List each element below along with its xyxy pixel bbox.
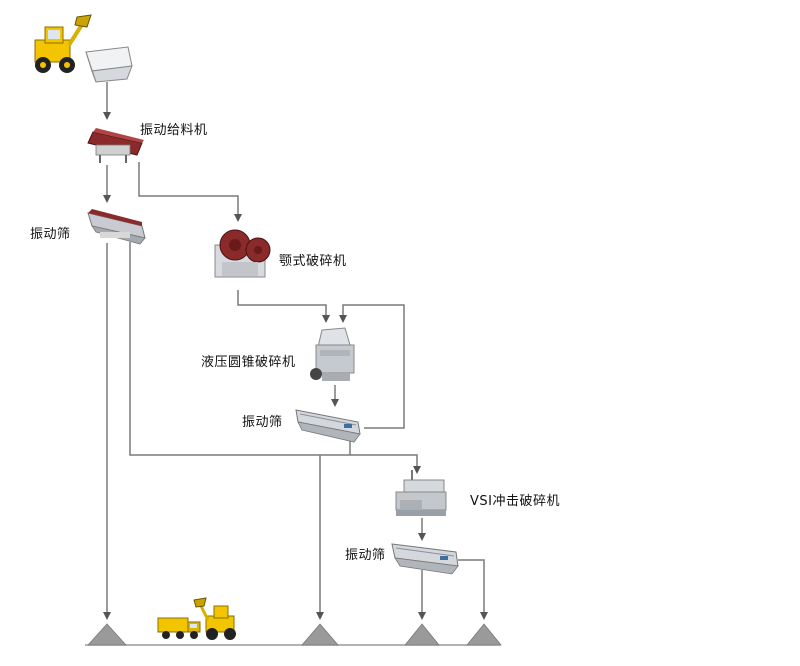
stockpiles (87, 623, 502, 646)
label-cone-crusher: 液压圆锥破碎机 (201, 355, 296, 370)
label-vibrating-screen-primary: 振动筛 (30, 227, 71, 242)
arrowheads (103, 112, 488, 620)
wheel-loader-icon (34, 14, 92, 73)
vibrating-screen-final-icon (391, 543, 459, 575)
dump-truck-icon (157, 617, 201, 639)
label-vibrating-feeder: 振动给料机 (140, 123, 208, 138)
vibrating-screen-secondary-icon (295, 409, 361, 443)
stockpile-4 (466, 623, 502, 646)
label-vibrating-screen-final: 振动筛 (345, 548, 386, 563)
jaw-crusher-icon (214, 229, 271, 278)
vibrating-screen-primary-icon (87, 209, 146, 245)
vsi-crusher-icon (395, 470, 447, 516)
label-vibrating-screen-secondary: 振动筛 (242, 415, 283, 430)
cone-crusher-icon (310, 327, 355, 381)
label-jaw-crusher: 颚式破碎机 (279, 254, 347, 269)
vibrating-feeder-icon (87, 128, 144, 163)
hopper-icon (85, 46, 133, 83)
stockpile-2 (301, 623, 339, 646)
bottom-loader-icon (193, 597, 236, 640)
label-vsi-crusher: VSI冲击破碎机 (470, 494, 560, 509)
connector-lines (106, 82, 485, 614)
stockpile-3 (404, 623, 440, 646)
stockpile-1 (87, 623, 127, 646)
